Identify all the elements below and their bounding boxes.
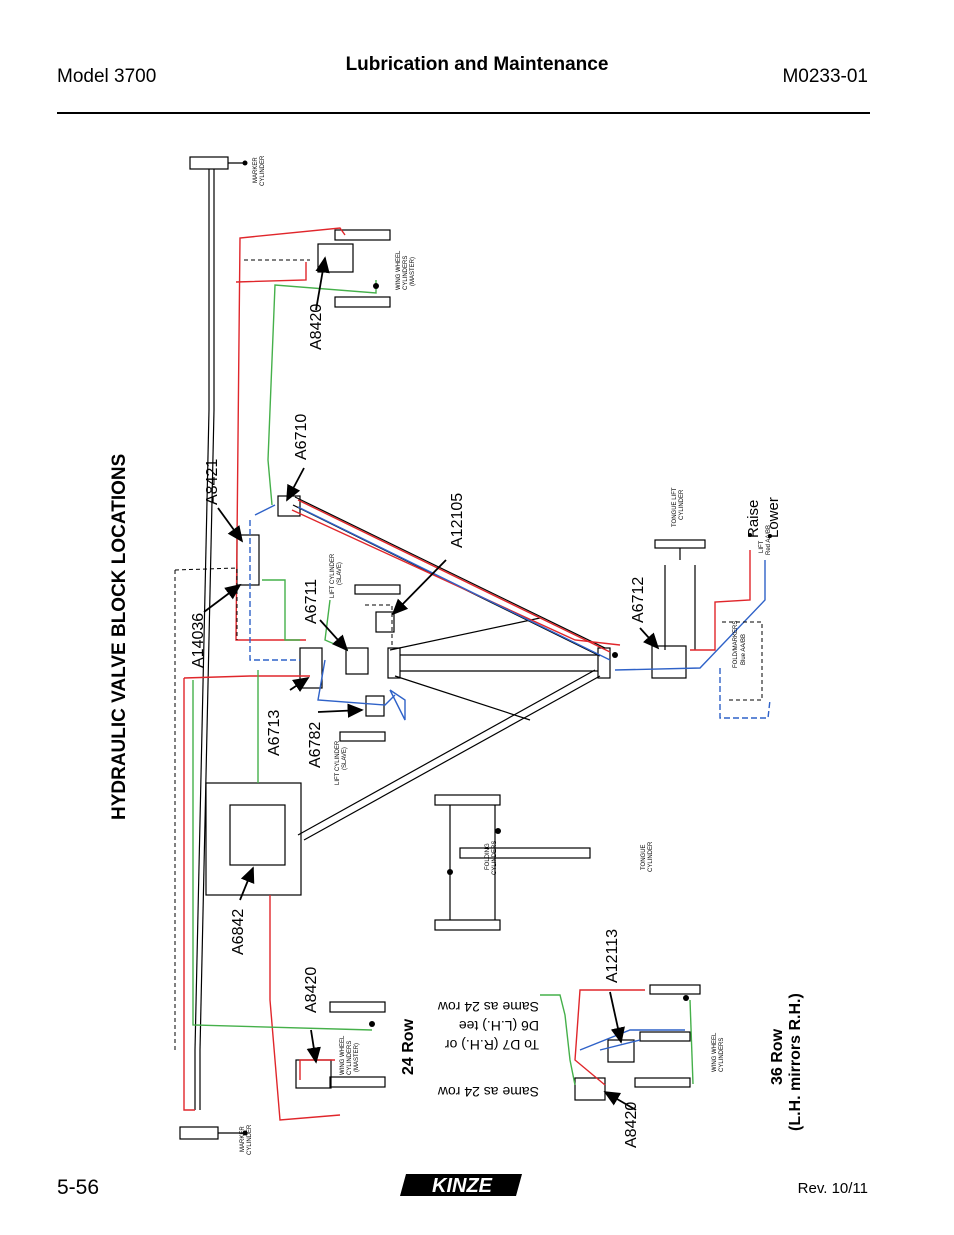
lift-slave-top-label-1: LIFT CYLINDER (330, 553, 336, 598)
note-same-as-24-a: Same as 24 row (437, 999, 539, 1015)
note-d6-tee: D6 (L.H.) tee (459, 1018, 539, 1034)
lift-code-label-1: LIFT (759, 540, 765, 553)
callout-a6710: A6710 (293, 414, 310, 460)
callout-a6842: A6842 (230, 909, 247, 955)
lift-code-label-2: Red AA/BB (766, 525, 772, 555)
callout-a12113: A12113 (604, 929, 621, 983)
lift-slave-bottom-label-2: (SLAVE) (342, 747, 348, 770)
dashed-lines (174, 259, 763, 1050)
callout-a8421: A8421 (204, 459, 221, 505)
tongue-cyl-label-2: CYLINDER (648, 841, 654, 872)
callouts: A8420 A8421 A6710 A12105 A14036 A6711 A6… (190, 304, 804, 1148)
black-lines (179, 156, 706, 1140)
folding-label-2: CYLINDERS (492, 841, 498, 875)
callout-a6712: A6712 (630, 577, 647, 623)
wing-wheel-top-label-2: CYLINDERS (403, 256, 409, 290)
marker-bottom-label-2: CYLINDER (247, 1124, 253, 1155)
callout-a8420-bottom: A8420 (303, 967, 320, 1013)
blue-lines (249, 504, 771, 1051)
tongue-lift-label-2: CYLINDER (679, 489, 685, 520)
red-lines (183, 227, 751, 1121)
revision: Rev. 10/11 (797, 1180, 868, 1197)
wing-wheel-36-label-1: WING WHEEL (712, 1032, 718, 1072)
control-raise: Raise (745, 500, 762, 538)
kinze-logo-text: KINZE (432, 1175, 493, 1197)
page-title: Lubrication and Maintenance (345, 54, 609, 75)
fittings (242, 160, 772, 1136)
callout-a14036: A14036 (190, 613, 207, 668)
note-same-as-24-b: Same as 24 row (437, 1084, 539, 1100)
marker-bottom-label-1: MARKER (240, 1126, 246, 1152)
control-lower: Lower (765, 497, 782, 538)
wing-wheel-36-label-2: CYLINDERS (719, 1038, 725, 1072)
callout-a12105: A12105 (449, 493, 466, 548)
kinze-logo: KINZE (400, 1174, 522, 1197)
header-rule (57, 112, 870, 114)
fold-code-label-2: Blue AA/BB (741, 634, 747, 665)
folding-label-1: FOLDING (485, 843, 491, 870)
config-24-row: 24 Row (400, 1018, 417, 1075)
fold-code-label-1: FOLD/MARKERS (733, 621, 739, 668)
callout-a8420-36: A8420 (623, 1102, 640, 1148)
wing-wheel-bottom-label-2: CYLINDERS (347, 1041, 353, 1075)
callout-a6782: A6782 (307, 722, 324, 768)
lift-slave-bottom-label-1: LIFT CYLINDER (335, 740, 341, 785)
page-number: 5-56 (57, 1176, 100, 1199)
wing-wheel-bottom-label-1: WING WHEEL (340, 1035, 346, 1075)
model-label: Model 3700 (57, 66, 157, 87)
callout-a6713: A6713 (266, 710, 283, 756)
upside-down-notes: Same as 24 row To D7 (R.H.) or D6 (L.H.)… (437, 999, 539, 1100)
wing-wheel-bottom-label-3: (MASTER) (354, 1043, 360, 1072)
section-title: HYDRAULIC VALVE BLOCK LOCATIONS (109, 454, 130, 820)
marker-top-label-1: MARKER (253, 157, 259, 183)
callout-a8420-top: A8420 (308, 304, 325, 350)
wing-wheel-top-label-3: (MASTER) (410, 257, 416, 286)
callout-a6711: A6711 (303, 579, 320, 624)
callout-arrows (203, 256, 660, 1111)
config-36-row: 36 Row (769, 1028, 786, 1085)
lift-slave-top-label-2: (SLAVE) (337, 562, 343, 585)
tongue-cyl-label-1: TONGUE (641, 844, 647, 870)
doc-number: M0233-01 (782, 66, 868, 87)
wing-wheel-top-label-1: WING WHEEL (396, 250, 402, 290)
component-labels: MARKER CYLINDER WING WHEEL CYLINDERS (MA… (240, 155, 772, 1155)
config-36-row-note: (L.H. mirrors R.H.) (787, 993, 804, 1131)
marker-top-label-2: CYLINDER (260, 155, 266, 186)
note-to-d7: To D7 (R.H.) or (445, 1037, 539, 1053)
tongue-lift-label-1: TONGUE LIFT (672, 487, 678, 527)
